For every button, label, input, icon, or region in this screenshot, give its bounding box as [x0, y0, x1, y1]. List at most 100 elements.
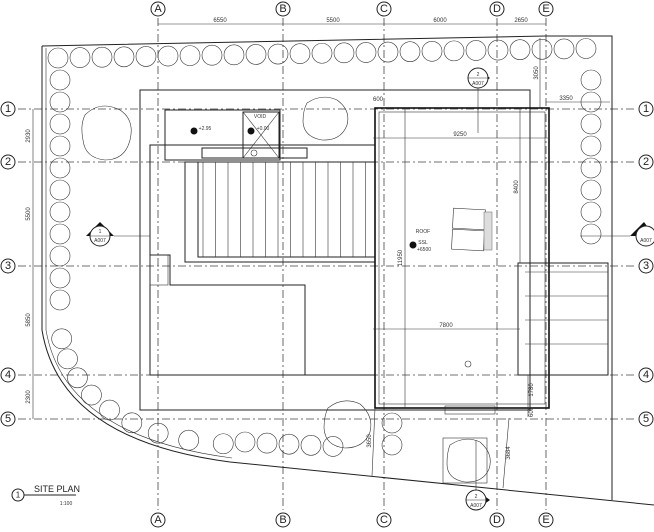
svg-text:E: E [542, 514, 549, 526]
grid-row-4-left: 4 [0, 367, 16, 383]
shrub [178, 429, 199, 451]
shrub [223, 44, 245, 66]
shrub [234, 431, 256, 453]
svg-text:A007: A007 [472, 81, 484, 87]
grid-col-B-top: B [275, 1, 291, 17]
svg-text:2: 2 [5, 156, 11, 168]
grid-row-5-left: 5 [0, 411, 16, 427]
svg-text:E: E [542, 3, 549, 15]
svg-text:9250: 9250 [453, 132, 467, 138]
svg-text:3350: 3350 [559, 96, 573, 102]
svg-text:B: B [279, 514, 286, 526]
svg-text:5500: 5500 [326, 18, 340, 24]
svg-text:1: 1 [16, 491, 21, 500]
terrace-slats [202, 162, 366, 257]
shrub [322, 436, 344, 457]
tree [302, 96, 349, 141]
shrub [245, 44, 267, 65]
grid-col-E-top: E [538, 1, 554, 17]
shrub [49, 267, 71, 289]
shrub [267, 43, 289, 65]
site-boundary [41, 35, 654, 506]
shrub [49, 201, 71, 223]
svg-text:A007: A007 [470, 503, 482, 509]
shrub [51, 328, 73, 350]
grid-col-C-bottom: C [376, 512, 392, 528]
shrub [355, 42, 377, 63]
svg-text:6000: 6000 [433, 18, 447, 24]
grid-row-3-right: 3 [638, 258, 654, 274]
grid-col-A-bottom: A [150, 512, 166, 528]
svg-text:2300: 2300 [26, 390, 32, 404]
svg-text:ROOF: ROOF [416, 229, 430, 235]
tree [323, 400, 372, 449]
section-marker-right: A007 [580, 222, 654, 247]
grid-row-4-right: 4 [638, 367, 654, 383]
svg-text:3050: 3050 [534, 66, 540, 80]
shrub [147, 422, 169, 444]
shrub [91, 46, 113, 68]
svg-text:D: D [493, 3, 501, 15]
svg-text:VOID: VOID [254, 114, 267, 120]
shrub [49, 69, 71, 91]
shrub [509, 39, 531, 60]
grid-col-D-bottom: D [489, 512, 505, 528]
svg-text:5500: 5500 [26, 207, 32, 221]
shrub [212, 433, 234, 455]
dimension-top: 6550 5500 6000 2650 [158, 18, 546, 25]
grid-col-A-top: A [150, 1, 166, 17]
svg-text:4: 4 [5, 369, 11, 381]
grid-col-D-top: D [489, 1, 505, 17]
svg-text:600: 600 [373, 97, 384, 103]
svg-text:600: 600 [529, 406, 535, 417]
svg-text:2930: 2930 [26, 129, 32, 143]
shrub [99, 399, 120, 421]
shrub [377, 41, 399, 63]
shrub [553, 38, 575, 60]
shrub [135, 46, 157, 67]
shrub [81, 384, 102, 406]
dimension-left: 2930 5500 5850 2300 [26, 109, 34, 419]
drawing-title: SITE PLAN [34, 484, 80, 494]
shrub [531, 38, 553, 60]
svg-text:5: 5 [5, 413, 11, 425]
shrub [49, 135, 71, 157]
grid-row-1-right: 1 [638, 101, 654, 117]
grid-lines [18, 18, 636, 510]
grid-row-1-left: 1 [0, 101, 16, 117]
shrub [113, 46, 135, 68]
shrub [157, 45, 179, 67]
svg-text:D: D [493, 514, 501, 526]
svg-text:2: 2 [643, 156, 649, 168]
svg-text:C: C [380, 3, 388, 15]
section-marker-left: 1 A007 [86, 222, 150, 247]
svg-text:1: 1 [5, 103, 11, 115]
drawing-title-block: 1 SITE PLAN 1:100 [11, 484, 80, 507]
shrub [575, 38, 597, 59]
shrub [278, 433, 300, 455]
roof-outline [374, 107, 550, 415]
shrub [580, 157, 602, 179]
grid-col-B-bottom: B [275, 512, 291, 528]
shrub [121, 412, 143, 434]
drawing-scale: 1:100 [60, 501, 73, 507]
grid-row-2-right: 2 [638, 154, 654, 170]
svg-text:8400: 8400 [514, 180, 520, 194]
svg-text:3: 3 [5, 260, 11, 272]
shrub [487, 39, 509, 61]
shrub [580, 223, 602, 245]
grid-row-2-left: 2 [0, 154, 16, 170]
level-void: VOID +0.00 [247, 114, 270, 135]
svg-text:1780: 1780 [529, 383, 535, 397]
svg-text:2: 2 [475, 494, 478, 500]
shrub [49, 223, 71, 245]
section-marker-top: 2 A007 [467, 67, 490, 133]
shrub [443, 40, 465, 62]
svg-text:7800: 7800 [439, 323, 453, 329]
shrub [256, 432, 278, 454]
shrub [311, 42, 333, 64]
svg-text:SSL: SSL [418, 240, 428, 246]
shrub [67, 367, 88, 389]
shrub [201, 44, 223, 66]
